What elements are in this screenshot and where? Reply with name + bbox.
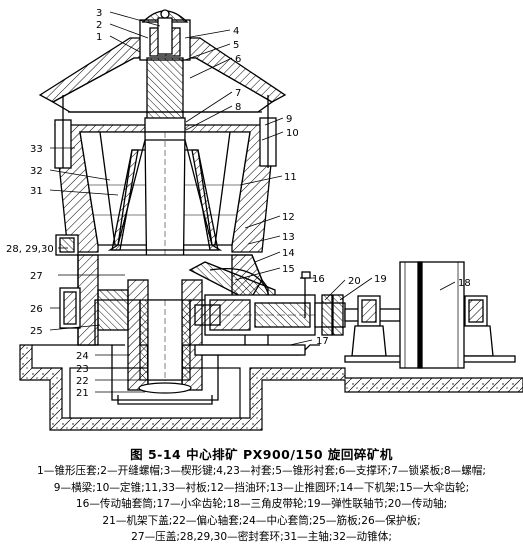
leader-lines <box>49 11 456 393</box>
crusher-section-drawing: 3 2 1 4 5 6 7 8 9 10 11 12 13 14 15 16 1… <box>6 8 523 431</box>
callout-5: 5 <box>233 40 239 51</box>
legend-line: 9—横梁;10—定锥;11,33—衬板;12—挡油环;13—止推圆环;14—下机… <box>53 481 470 494</box>
callout-2: 2 <box>96 20 102 31</box>
callout-17: 17 <box>316 336 329 347</box>
callout-27: 27 <box>30 271 43 282</box>
callout-6: 6 <box>235 54 241 65</box>
callout-15: 15 <box>282 264 295 275</box>
legend-line: 21—机架下盖;22—偏心轴套;24—中心套筒;25—筋板;26—保护板; <box>102 514 421 527</box>
callout-16: 16 <box>312 274 325 285</box>
callout-8: 8 <box>235 102 241 113</box>
callout-4: 4 <box>233 26 239 37</box>
eccentric-bushing <box>138 299 192 394</box>
legend-line: 1—锥形压套;2—开缝螺帽;3—楔形键;4,23—衬套;5—锥形衬套;6—支撑环… <box>37 465 486 477</box>
callout-13: 13 <box>282 232 295 243</box>
callout-9: 9 <box>286 114 292 125</box>
callout-32: 32 <box>30 166 43 177</box>
v-belt-pulley <box>399 261 465 369</box>
callout-12: 12 <box>282 212 295 223</box>
callout-25: 25 <box>30 326 43 337</box>
figure-caption: 图 5-14 中心排矿 PX900/150 旋回碎矿机 <box>130 447 393 462</box>
callout-33: 33 <box>30 144 43 155</box>
callout-10: 10 <box>286 128 299 139</box>
callout-21: 21 <box>76 388 89 399</box>
callout-26: 26 <box>30 304 43 315</box>
callout-3: 3 <box>96 8 102 19</box>
cross-beam-dome <box>38 9 287 113</box>
drive-shaft-assembly <box>194 271 470 336</box>
callout-18: 18 <box>458 278 471 289</box>
callout-14: 14 <box>282 248 295 259</box>
callout-28-29-30: 28, 29,30 <box>6 244 54 255</box>
callout-7: 7 <box>235 88 241 99</box>
callout-31: 31 <box>30 186 43 197</box>
callout-1: 1 <box>96 32 102 43</box>
figure-legend: 1—锥形压套;2—开缝螺帽;3—楔形键;4,23—衬套;5—锥形衬套;6—支撑环… <box>0 463 523 546</box>
legend-line: 16—传动轴套筒;17—小伞齿轮;18—三角皮带轮;19—弹性联轴节;20—传动… <box>75 498 448 511</box>
callout-23: 23 <box>76 364 89 375</box>
legend-line: 27—压盖;28,29,30—密封套环;31—主轴;32—动锥体; <box>131 531 392 544</box>
callout-22: 22 <box>76 376 89 387</box>
callout-labels: 3 2 1 4 5 6 7 8 9 10 11 12 13 14 15 16 1… <box>6 8 471 399</box>
bearing-pedestals <box>344 261 516 369</box>
callout-11: 11 <box>284 172 297 183</box>
callout-24: 24 <box>76 351 89 362</box>
callout-20: 20 <box>348 276 361 287</box>
callout-19: 19 <box>374 274 387 285</box>
